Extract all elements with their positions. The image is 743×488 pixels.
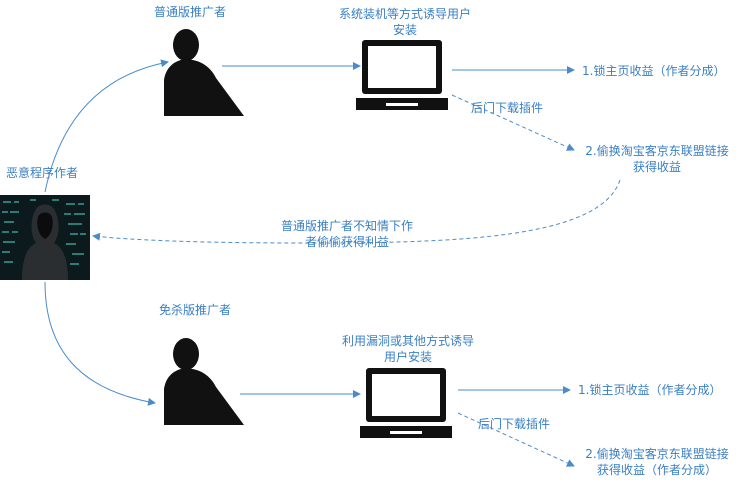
stealth-install-label: 利用漏洞或其他方式诱导 用户安装 <box>323 333 493 365</box>
stealth-backdoor-label: 后门下载插件 <box>478 417 551 431</box>
stealth-install-line1: 利用漏洞或其他方式诱导 <box>341 334 474 348</box>
stealth-outcome2-line1: 2.偷换淘宝客京东联盟链接 <box>585 447 729 461</box>
stealth-outcome2-line2: 获得收益（作者分成） <box>596 463 717 477</box>
arrow-author-to-normal-promoter <box>44 59 169 193</box>
normal-outcome2-label: 2.偷换淘宝客京东联盟链接 获得收益 <box>572 143 742 175</box>
person-icon <box>164 338 244 425</box>
normal-promoter-label: 普通版推广者 <box>153 5 226 19</box>
normal-outcome2-line1: 2.偷换淘宝客京东联盟链接 <box>585 144 729 158</box>
stealth-outcome2-label: 2.偷换淘宝客京东联盟链接 获得收益（作者分成） <box>572 446 742 478</box>
normal-outcome2-line2: 获得收益 <box>632 160 681 174</box>
laptop-icon <box>360 368 452 438</box>
normal-install-label: 系统装机等方式诱导用户 安装 <box>320 6 490 38</box>
arrow-author-to-stealth-promoter <box>44 281 156 406</box>
laptop-icon <box>356 40 448 110</box>
return-line1: 普通版推广者不知情下作 <box>280 219 413 233</box>
return-line2: 者偷偷获得利益 <box>304 235 389 249</box>
person-icon <box>164 29 244 116</box>
stealth-promoter-label: 免杀版推广者 <box>158 303 231 317</box>
normal-install-line2: 安装 <box>392 23 417 37</box>
arrow-normal-laptop-to-outcome2 <box>451 94 575 151</box>
stealth-install-line2: 用户安装 <box>383 350 432 364</box>
arrow-return-to-author <box>92 179 621 244</box>
author-label: 恶意程序作者 <box>6 166 79 180</box>
arrow-stealth-laptop-to-outcome2 <box>457 412 575 467</box>
normal-install-line1: 系统装机等方式诱导用户 <box>338 7 471 21</box>
normal-outcome1-label: 1.锁主页收益（作者分成） <box>582 64 726 78</box>
return-label: 普通版推广者不知情下作 者偷偷获得利益 <box>262 218 432 250</box>
stealth-outcome1-label: 1.锁主页收益（作者分成） <box>578 383 722 397</box>
hacker-icon <box>0 195 90 280</box>
normal-backdoor-label: 后门下载插件 <box>471 101 544 115</box>
